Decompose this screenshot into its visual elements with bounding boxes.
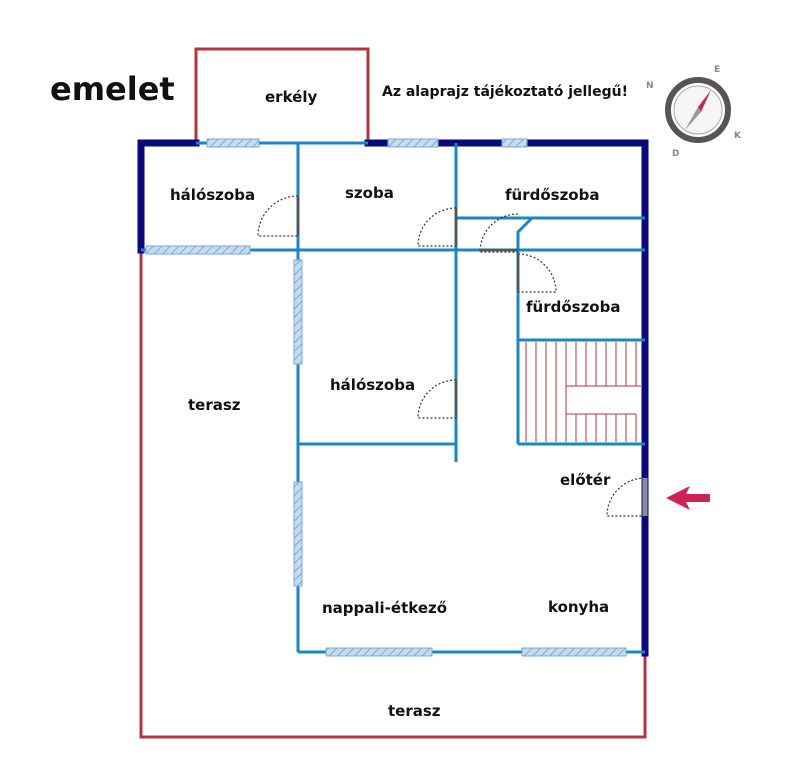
room-label-furdoszoba-1: fürdőszoba [505, 186, 599, 204]
compass-needle-north [698, 90, 711, 112]
room-label-terasz-left: terasz [188, 396, 241, 414]
room-label-haloszoba-2: hálószoba [330, 376, 415, 394]
doors [257, 195, 646, 517]
room-label-terasz-bottom: terasz [388, 702, 441, 720]
window [145, 245, 251, 255]
door-swing [417, 207, 457, 247]
room-label-nappali: nappali-étkező [322, 599, 447, 617]
compass-label-d: D [672, 149, 679, 159]
compass-icon: N E K D [646, 65, 742, 159]
compass-needle-south [685, 107, 701, 130]
window [387, 138, 439, 148]
door-swing [479, 213, 519, 253]
room-label-konyha: konyha [548, 598, 609, 616]
door-swing [257, 195, 299, 237]
staircase [525, 342, 641, 442]
window [325, 647, 433, 657]
window [206, 138, 260, 148]
entry-arrow-icon [666, 486, 710, 510]
compass-label-k: K [734, 131, 742, 141]
room-label-eloter: előtér [560, 471, 611, 489]
windows [145, 138, 627, 657]
window [293, 481, 303, 587]
compass-label-e: E [714, 65, 720, 75]
disclaimer-note: Az alaprajz tájékoztató jellegű! [382, 84, 628, 100]
door-swing [517, 253, 557, 293]
terrace-outline [139, 47, 647, 739]
room-label-erkely: erkély [265, 88, 317, 106]
compass-label-n: N [646, 81, 654, 91]
door-leaves [296, 196, 648, 516]
window [521, 647, 627, 657]
window [501, 138, 528, 148]
floor-title: emelet [50, 70, 175, 108]
room-label-furdoszoba-2: fürdőszoba [526, 298, 620, 316]
window [293, 259, 303, 365]
room-label-haloszoba-1: hálószoba [170, 186, 255, 204]
door-swing [606, 477, 646, 517]
door-swing [417, 379, 457, 419]
room-label-szoba: szoba [345, 184, 394, 202]
